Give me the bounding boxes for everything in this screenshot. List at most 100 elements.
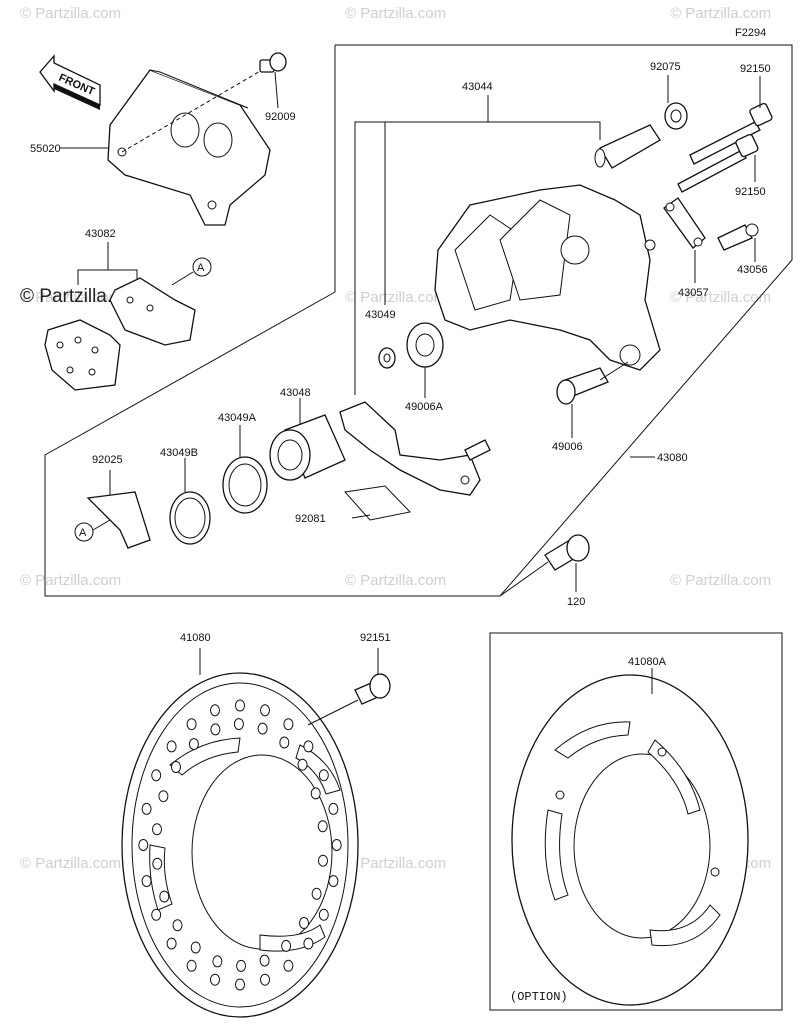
part-number: 43056 bbox=[737, 264, 768, 276]
seal-43049A bbox=[222, 456, 268, 514]
boot-49006A bbox=[406, 322, 444, 368]
part-number: 43080 bbox=[657, 452, 688, 464]
disc-hole bbox=[233, 718, 244, 731]
disc-hole bbox=[283, 959, 294, 972]
watermark: © Partzilla.com bbox=[20, 5, 121, 22]
disc-holes bbox=[138, 699, 342, 991]
disc-hole bbox=[210, 704, 220, 717]
disc-hole bbox=[166, 937, 177, 950]
disc-hole bbox=[328, 875, 339, 888]
disc-hole bbox=[260, 973, 270, 986]
watermark: © Partzilla.com bbox=[670, 572, 771, 589]
leader bbox=[92, 519, 111, 531]
leader bbox=[274, 71, 279, 109]
part-number: 43044 bbox=[462, 81, 493, 93]
reference-label: A bbox=[197, 262, 205, 274]
part-number: 92009 bbox=[265, 111, 296, 123]
option-box bbox=[489, 632, 783, 1011]
part-number: 41080 bbox=[180, 632, 211, 644]
brake-pad-rear bbox=[109, 277, 196, 346]
leader bbox=[351, 514, 371, 519]
plate-43057 bbox=[663, 197, 706, 249]
part-number: 41080A bbox=[628, 656, 667, 668]
bleeder-43056 bbox=[717, 223, 759, 251]
diagram-code: F2294 bbox=[735, 27, 766, 39]
part-number: 92151 bbox=[360, 632, 391, 644]
bracket-55020 bbox=[107, 69, 271, 226]
disc-hole bbox=[152, 857, 163, 870]
option-label: (OPTION) bbox=[510, 990, 568, 1004]
front-arrow-icon: FRONT bbox=[39, 54, 101, 110]
disc-hole bbox=[311, 887, 322, 900]
clip-92025 bbox=[86, 491, 151, 549]
disc-hole bbox=[236, 959, 247, 972]
part-number: 43082 bbox=[85, 228, 116, 240]
reference-mark bbox=[192, 257, 212, 277]
disc-hole bbox=[281, 939, 292, 952]
slide-pin bbox=[594, 124, 661, 169]
watermark: © Partzilla.com bbox=[670, 289, 771, 306]
disc-hole bbox=[259, 954, 270, 967]
piston-43048 bbox=[269, 414, 346, 481]
disc-hole bbox=[283, 718, 294, 731]
caliper-bracket bbox=[339, 401, 491, 496]
disc-hole bbox=[172, 919, 183, 932]
watermark: © Partzilla.com bbox=[20, 855, 121, 872]
disc-hole bbox=[151, 769, 162, 782]
disc-hole bbox=[303, 740, 314, 753]
disc-hole bbox=[318, 769, 329, 782]
part-number: 43057 bbox=[678, 287, 709, 299]
part-number: 43049A bbox=[218, 412, 257, 424]
disc-hole bbox=[151, 908, 162, 921]
disc-hole bbox=[188, 738, 199, 751]
bolt-92009 bbox=[259, 52, 287, 73]
part-number: 43048 bbox=[280, 387, 311, 399]
disc-hole bbox=[186, 959, 197, 972]
disc-hole bbox=[190, 941, 201, 954]
pin-92150-upper bbox=[689, 102, 773, 165]
disc-hole bbox=[235, 699, 245, 712]
leader bbox=[599, 361, 629, 381]
disc-hole bbox=[212, 955, 223, 968]
disc-hole bbox=[317, 820, 328, 833]
disc-hole bbox=[331, 839, 342, 851]
shim-92081 bbox=[344, 485, 411, 521]
disc-hole bbox=[235, 978, 245, 991]
disc-hole bbox=[141, 875, 152, 888]
disc-hole bbox=[297, 758, 308, 771]
watermark: © Partzilla.com bbox=[345, 5, 446, 22]
disc-hole bbox=[279, 736, 290, 749]
bolt-92151 bbox=[354, 673, 391, 705]
boot-92075 bbox=[664, 102, 688, 130]
brake-pad-front bbox=[44, 319, 121, 391]
watermark: © Partzilla.com bbox=[20, 572, 121, 589]
part-number: 92081 bbox=[295, 513, 326, 525]
reference-label: A bbox=[79, 527, 87, 539]
leader bbox=[77, 269, 138, 285]
caliper-body bbox=[434, 184, 661, 371]
reference-mark bbox=[74, 522, 94, 542]
leader bbox=[499, 561, 549, 597]
disc-hole bbox=[171, 761, 181, 773]
disc-hole bbox=[257, 722, 268, 735]
brake-disc-41080A bbox=[511, 674, 749, 1006]
disc-hole bbox=[159, 890, 170, 903]
disc-hole bbox=[210, 723, 221, 736]
disc-hole bbox=[318, 854, 328, 867]
watermark: © Partzilla.com bbox=[670, 5, 771, 22]
disc-hole bbox=[299, 917, 309, 929]
part-number: 49006 bbox=[552, 441, 583, 453]
part-number: 55020 bbox=[30, 143, 61, 155]
part-number: 92025 bbox=[92, 454, 123, 466]
bolt-120 bbox=[544, 534, 590, 571]
part-number: 92075 bbox=[650, 61, 681, 73]
watermark: © Partzilla.com bbox=[345, 289, 446, 306]
disc-hole bbox=[186, 718, 197, 731]
watermark: © Partzilla.com bbox=[20, 289, 121, 306]
part-number: 43049 bbox=[365, 309, 396, 321]
part-number: 49006A bbox=[405, 401, 444, 413]
disc-hole bbox=[141, 802, 152, 815]
disc-hole bbox=[328, 802, 339, 815]
part-number: 92150 bbox=[740, 63, 771, 75]
disc-hole bbox=[166, 740, 177, 753]
